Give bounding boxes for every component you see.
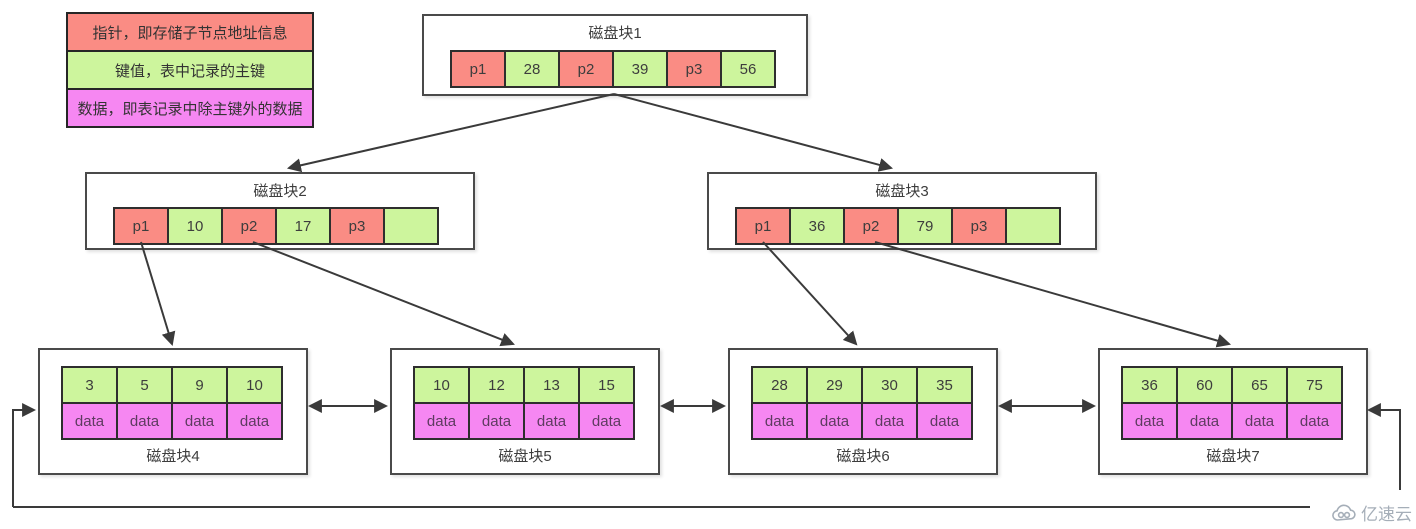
disk-block-4-data: data data data data bbox=[61, 402, 283, 440]
key-cell: 30 bbox=[861, 366, 918, 404]
pointer-cell: p2 bbox=[558, 50, 614, 88]
watermark-text: 亿速云 bbox=[1361, 505, 1412, 524]
key-cell: 13 bbox=[523, 366, 580, 404]
key-cell: 65 bbox=[1231, 366, 1288, 404]
arrow-block3p1-to-block6 bbox=[762, 241, 858, 346]
watermark: 亿速云 bbox=[1331, 500, 1412, 525]
pointer-cell: p3 bbox=[329, 207, 385, 245]
data-cell: data bbox=[578, 402, 635, 440]
disk-block-3-title: 磁盘块3 bbox=[875, 183, 929, 200]
data-cell: data bbox=[1231, 402, 1288, 440]
key-cell: 10 bbox=[167, 207, 223, 245]
disk-block-4: 3 5 9 10 data data data data 磁盘块4 bbox=[38, 348, 308, 475]
pointer-cell: p1 bbox=[113, 207, 169, 245]
key-cell: 60 bbox=[1176, 366, 1233, 404]
legend-data: 数据，即表记录中除主键外的数据 bbox=[66, 88, 314, 128]
key-cell: 10 bbox=[413, 366, 470, 404]
key-cell: 15 bbox=[578, 366, 635, 404]
key-cell: 28 bbox=[751, 366, 808, 404]
data-cell: data bbox=[1121, 402, 1178, 440]
key-cell: 56 bbox=[720, 50, 776, 88]
disk-block-5-title: 磁盘块5 bbox=[498, 448, 552, 465]
disk-block-6-data: data data data data bbox=[751, 402, 973, 440]
disk-block-2-title: 磁盘块2 bbox=[253, 183, 307, 200]
data-cell: data bbox=[861, 402, 918, 440]
key-cell: 3 bbox=[61, 366, 118, 404]
data-cell: data bbox=[1286, 402, 1343, 440]
disk-block-7-keys: 36 60 65 75 bbox=[1121, 366, 1343, 404]
disk-block-6-keys: 28 29 30 35 bbox=[751, 366, 973, 404]
key-cell: 12 bbox=[468, 366, 525, 404]
key-cell: 39 bbox=[612, 50, 668, 88]
legend: 指针，即存储子节点地址信息 键值，表中记录的主键 数据，即表记录中除主键外的数据 bbox=[66, 12, 314, 128]
disk-block-1-cells: p1 28 p2 39 p3 56 bbox=[450, 50, 776, 88]
key-cell: 79 bbox=[897, 207, 953, 245]
key-cell: 10 bbox=[226, 366, 283, 404]
key-cell: 75 bbox=[1286, 366, 1343, 404]
arrow-block2p1-to-block4 bbox=[140, 241, 176, 347]
disk-block-6-title: 磁盘块6 bbox=[836, 448, 890, 465]
data-cell: data bbox=[61, 402, 118, 440]
key-cell: 36 bbox=[789, 207, 845, 245]
arrow-block1-to-block3 bbox=[613, 93, 894, 172]
arrow-block2p2-to-block5 bbox=[252, 241, 515, 347]
arrow-block3p2-to-block7 bbox=[874, 241, 1232, 348]
disk-block-4-keys: 3 5 9 10 bbox=[61, 366, 283, 404]
key-cell: 5 bbox=[116, 366, 173, 404]
key-cell-empty bbox=[1005, 207, 1061, 245]
pointer-cell: p3 bbox=[666, 50, 722, 88]
cloud-logo-icon bbox=[1332, 504, 1356, 521]
data-cell: data bbox=[226, 402, 283, 440]
pointer-cell: p2 bbox=[843, 207, 899, 245]
disk-block-7-title: 磁盘块7 bbox=[1206, 448, 1260, 465]
pointer-cell: p1 bbox=[735, 207, 791, 245]
disk-block-4-title: 磁盘块4 bbox=[146, 448, 200, 465]
disk-block-5: 10 12 13 15 data data data data 磁盘块5 bbox=[390, 348, 660, 475]
disk-block-3-cells: p1 36 p2 79 p3 bbox=[735, 207, 1061, 245]
loop-arrow-into-block4 bbox=[12, 403, 37, 507]
legend-pointer: 指针，即存储子节点地址信息 bbox=[66, 12, 314, 52]
data-cell: data bbox=[116, 402, 173, 440]
disk-block-1-title: 磁盘块1 bbox=[588, 25, 642, 42]
legend-key: 键值，表中记录的主键 bbox=[66, 50, 314, 90]
disk-block-5-data: data data data data bbox=[413, 402, 635, 440]
disk-block-7: 36 60 65 75 data data data data 磁盘块7 bbox=[1098, 348, 1368, 475]
data-cell: data bbox=[916, 402, 973, 440]
pointer-cell: p1 bbox=[450, 50, 506, 88]
pointer-cell: p2 bbox=[221, 207, 277, 245]
disk-block-6: 28 29 30 35 data data data data 磁盘块6 bbox=[728, 348, 998, 475]
data-cell: data bbox=[1176, 402, 1233, 440]
disk-block-2-cells: p1 10 p2 17 p3 bbox=[113, 207, 439, 245]
disk-block-3: 磁盘块3 p1 36 p2 79 p3 bbox=[707, 172, 1097, 250]
disk-block-5-keys: 10 12 13 15 bbox=[413, 366, 635, 404]
key-cell: 36 bbox=[1121, 366, 1178, 404]
data-cell: data bbox=[468, 402, 525, 440]
disk-block-2: 磁盘块2 p1 10 p2 17 p3 bbox=[85, 172, 475, 250]
key-cell: 17 bbox=[275, 207, 331, 245]
data-cell: data bbox=[171, 402, 228, 440]
disk-block-1: 磁盘块1 p1 28 p2 39 p3 56 bbox=[422, 14, 808, 96]
key-cell: 29 bbox=[806, 366, 863, 404]
data-cell: data bbox=[751, 402, 808, 440]
key-cell: 28 bbox=[504, 50, 560, 88]
data-cell: data bbox=[806, 402, 863, 440]
pointer-cell: p3 bbox=[951, 207, 1007, 245]
key-cell: 9 bbox=[171, 366, 228, 404]
data-cell: data bbox=[413, 402, 470, 440]
loop-arrow-into-block7 bbox=[1366, 403, 1401, 490]
data-cell: data bbox=[523, 402, 580, 440]
arrow-block1-to-block2 bbox=[286, 93, 615, 173]
key-cell: 35 bbox=[916, 366, 973, 404]
key-cell-empty bbox=[383, 207, 439, 245]
disk-block-7-data: data data data data bbox=[1121, 402, 1343, 440]
